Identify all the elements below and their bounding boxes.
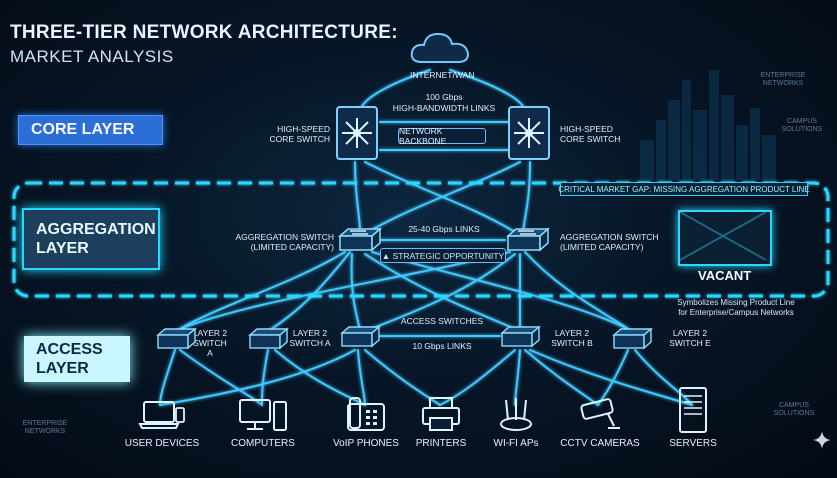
side-text-enterprise-bottom: ENTERPRISE NETWORKS — [22, 420, 68, 435]
printer-icon — [422, 397, 460, 431]
aggregation-layer-label: AGGREGATION LAYER — [22, 208, 160, 270]
aggregation-switch-right-label: AGGREGATION SWITCH (LIMITED CAPACITY) — [560, 232, 659, 252]
core-switch-left-icon — [336, 106, 378, 160]
access-switch-a2-icon — [248, 327, 289, 350]
core-switch-right-label: HIGH-SPEED CORE SWITCH — [560, 124, 621, 144]
vacant-placeholder — [678, 210, 772, 266]
layer2-switch-a2-label: LAYER 2 SWITCH A — [289, 328, 331, 348]
network-backbone-pill: NETWORK BACKBONE — [398, 126, 486, 146]
aggregation-gap-frame — [12, 181, 830, 298]
wifi-ap-icon — [500, 398, 532, 431]
access-switch-b-icon — [500, 325, 541, 348]
user-devices-icon — [138, 401, 185, 429]
access-switch-center-left-icon — [340, 325, 381, 348]
side-text-enterprise-top: ENTERPRISE NETWORKS — [760, 72, 806, 87]
core-layer-label: CORE LAYER — [18, 115, 163, 145]
server-icon — [679, 387, 707, 433]
layer2-switch-e-label: LAYER 2 SWITCH E — [669, 328, 711, 348]
aggregation-switch-left-icon — [338, 227, 382, 252]
device-label-printers: PRINTERS — [415, 438, 467, 449]
sparkle-icon — [813, 431, 831, 449]
skyline-graphic — [640, 70, 776, 180]
device-label-computers: COMPUTERS — [231, 438, 295, 449]
access-link-label: 10 Gbps LINKS — [412, 341, 472, 351]
market-gap-banner: CRITICAL MARKET GAP: MISSING AGGREGATION… — [558, 182, 810, 196]
cloud-icon — [410, 32, 470, 63]
core-link-label: HIGH-BANDWIDTH LINKS — [392, 103, 496, 113]
computers-icon — [239, 399, 287, 431]
vacant-note: Symbolizes Missing Product Line for Ente… — [677, 298, 795, 317]
voip-phone-icon — [347, 397, 385, 431]
vacant-label: VACANT — [698, 268, 752, 283]
device-label-wifi-aps: WI-FI APs — [493, 438, 539, 449]
access-switches-title: ACCESS SWITCHES — [400, 316, 484, 326]
device-label-cctv-cameras: CCTV CAMERAS — [560, 438, 640, 449]
aggregation-link-label: 25-40 Gbps LINKS — [408, 224, 480, 234]
device-label-voip-phones: VoIP PHONES — [333, 438, 399, 449]
device-label-user-devices: USER DEVICES — [124, 438, 200, 449]
diagram-subtitle: MARKET ANALYSIS — [10, 47, 174, 66]
core-link-speed: 100 Gbps — [425, 92, 463, 102]
core-switch-right-icon — [508, 106, 550, 160]
aggregation-switch-left-label: AGGREGATION SWITCH (LIMITED CAPACITY) — [235, 232, 334, 252]
strategic-opportunity-pill: ▲ STRATEGIC OPPORTUNITY — [380, 248, 506, 263]
access-layer-label: ACCESS LAYER — [24, 336, 130, 382]
access-switch-e-icon — [612, 327, 653, 350]
side-text-campus-bottom: CAMPUS SOLUTIONS — [773, 402, 815, 417]
cctv-camera-icon — [580, 398, 620, 429]
side-text-campus-top: CAMPUS SOLUTIONS — [781, 118, 823, 133]
core-switch-left-label: HIGH-SPEED CORE SWITCH — [269, 124, 330, 144]
diagram-title: THREE-TIER NETWORK ARCHITECTURE: — [10, 22, 398, 43]
device-label-servers: SERVERS — [669, 438, 717, 449]
internet-wan-label: INTERNET/WAN — [410, 70, 475, 80]
access-switch-a1-icon — [156, 327, 197, 350]
layer2-switch-b-label: LAYER 2 SWITCH B — [551, 328, 593, 348]
layer2-switch-a1-label: LAYER 2 SWITCH A — [192, 328, 228, 358]
aggregation-switch-right-icon — [506, 227, 550, 252]
